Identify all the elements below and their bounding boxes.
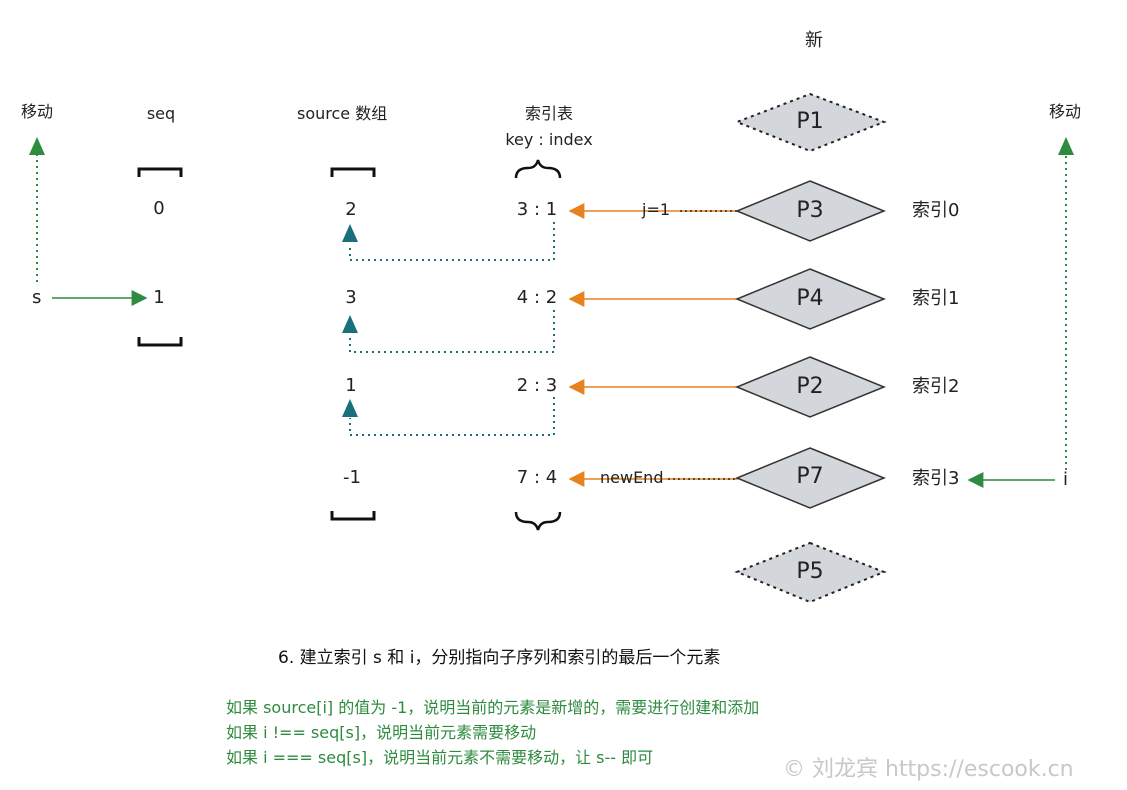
step-caption: 6. 建立索引 s 和 i，分别指向子序列和索引的最后一个元素 [278, 648, 721, 668]
new-header: 新 [805, 30, 823, 51]
i-pointer-label: i [1063, 469, 1069, 490]
node-p7-shape [735, 447, 886, 509]
node-p7-label: P7 [796, 464, 824, 489]
source-value-0: 2 [345, 199, 357, 220]
index-table-subheader: key : index [505, 130, 593, 149]
index-table-brace-top [514, 159, 562, 179]
node-p2-label: P2 [796, 374, 824, 399]
connector-row-1 [349, 222, 555, 261]
node-p4-label: P4 [796, 286, 824, 311]
node-index-label-1: 索引1 [912, 288, 960, 309]
seq-bracket-top [137, 167, 183, 177]
seq-bracket-bottom [137, 337, 183, 347]
node-index-label-2: 索引2 [912, 376, 960, 397]
index-entry-0: 3 : 1 [516, 199, 558, 220]
connector-row-3-head [342, 399, 358, 417]
j-pointer-label: j=1 [642, 200, 671, 219]
seq-header: seq [146, 104, 176, 123]
seq-value-1: 1 [153, 287, 165, 308]
move-left-label: 移动 [21, 102, 54, 121]
source-value-1: 3 [345, 287, 357, 308]
seq-value-0: 0 [153, 198, 165, 219]
node-p1-label: P1 [796, 109, 824, 134]
source-bracket-top [330, 167, 376, 177]
connector-row-3 [349, 397, 555, 436]
move-right-label: 移动 [1049, 102, 1082, 121]
node-p1-shape [734, 92, 887, 153]
node-p5-label: P5 [796, 559, 824, 584]
note-line-1: 如果 source[i] 的值为 -1，说明当前的元素是新增的，需要进行创建和添… [226, 698, 760, 717]
move-arrow-right-head [1058, 137, 1074, 155]
index-table-header: 索引表 [524, 104, 574, 123]
node-index-label-3: 索引3 [912, 468, 960, 489]
index-table-brace-bottom [514, 511, 562, 531]
node-p4-shape [735, 268, 886, 330]
node-index-label-0: 索引0 [912, 200, 960, 221]
node-p3-shape [735, 180, 886, 242]
connector-row-2-head [342, 315, 358, 333]
source-bracket-bottom [330, 511, 376, 521]
index-entry-3: 7 : 4 [516, 467, 558, 488]
source-value-2: 1 [345, 375, 357, 396]
index-entry-1: 4 : 2 [516, 287, 558, 308]
s-pointer-label: s [32, 287, 42, 308]
node-p2-shape [735, 356, 886, 418]
connector-row-2 [349, 310, 555, 353]
watermark: © 刘龙宾 https://escook.cn [783, 757, 1074, 782]
connector-row-1-head [342, 224, 358, 242]
index-entry-2: 2 : 3 [516, 375, 558, 396]
note-line-2: 如果 i !== seq[s]，说明当前元素需要移动 [226, 723, 537, 742]
node-p3-label: P3 [796, 198, 824, 223]
move-arrow-left-head [29, 137, 45, 155]
source-value-3: -1 [343, 467, 361, 488]
note-line-3: 如果 i === seq[s]，说明当前元素不需要移动，让 s-- 即可 [226, 748, 654, 767]
node-p5-shape [734, 541, 887, 604]
source-header: source 数组 [297, 104, 388, 123]
new-end-pointer-label: newEnd [600, 468, 664, 487]
